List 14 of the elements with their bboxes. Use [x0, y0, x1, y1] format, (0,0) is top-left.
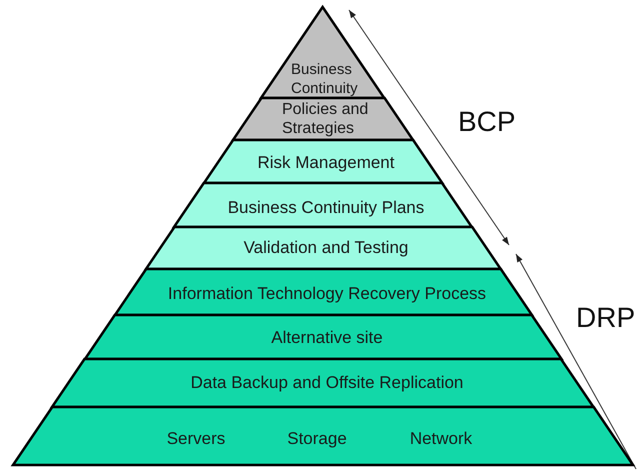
layer-label: Storage	[287, 429, 347, 449]
layer-label: Network	[410, 429, 472, 449]
layer-label: Validation and Testing	[244, 238, 408, 258]
layer-label: Risk Management	[257, 153, 394, 173]
layer-label: Business Continuity	[290, 60, 359, 98]
pyramid-layer	[9, 403, 637, 469]
section-label: BCP	[458, 107, 516, 137]
layer-label: Policies and Strategies	[282, 100, 370, 138]
layer-label: Servers	[166, 429, 226, 449]
layer-label: Business Continuity Plans	[228, 198, 424, 218]
layer-label: Data Backup and Offsite Replication	[190, 373, 464, 393]
layer-label: Alternative site	[271, 328, 383, 348]
section-label: DRP	[576, 303, 636, 333]
layer-label: Information Technology Recovery Process	[168, 284, 486, 304]
